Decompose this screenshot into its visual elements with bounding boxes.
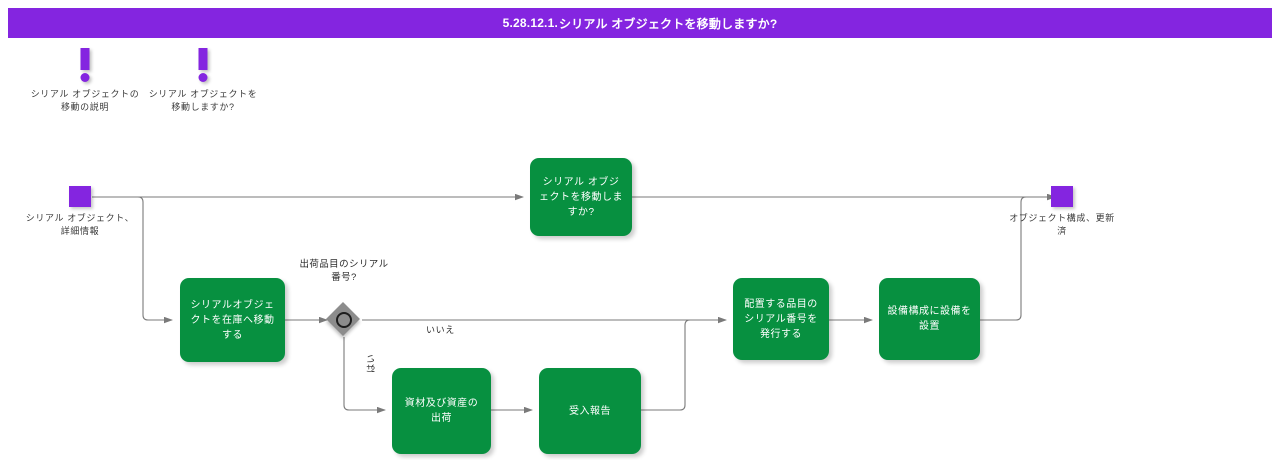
start-node-icon <box>69 186 91 207</box>
start-terminator-label: シリアル オブジェクト、詳細情報 <box>25 213 135 236</box>
exclamation-bar <box>198 48 208 70</box>
decision-label: 出荷品目のシリアル番号? <box>299 259 389 283</box>
decision-ring-icon <box>336 312 352 328</box>
exclamation-bar <box>80 48 90 70</box>
end-terminator-label: オブジェクト構成、更新済 <box>1009 213 1115 236</box>
process-move-to-inventory[interactable]: シリアルオブジェクトを在庫へ移動する <box>180 278 285 362</box>
branch-label-no: いいえ <box>426 325 455 335</box>
page-title-text: シリアル オブジェクトを移動しますか? <box>559 16 778 31</box>
process-label: シリアルオブジェクトを在庫へ移動する <box>190 299 275 341</box>
process-label: 資材及び資産の出荷 <box>404 398 479 424</box>
process-issue-serial-number[interactable]: 配置する品目のシリアル番号を発行する <box>733 278 829 360</box>
process-install-equipment[interactable]: 設備構成に設備を設置 <box>879 278 980 360</box>
end-node-icon <box>1051 186 1073 207</box>
exclamation-dot <box>198 73 208 82</box>
process-ship-materials-assets[interactable]: 資材及び資産の出荷 <box>392 368 491 454</box>
process-label: 設備構成に設備を設置 <box>887 306 972 332</box>
connector-layer <box>92 193 1056 414</box>
page-title-number: 5.28.12.1. <box>502 16 559 30</box>
exclamation-icon <box>148 48 258 84</box>
note-move-description: シリアル オブジェクトの移動の説明 <box>30 48 140 114</box>
decision-shipment-item-serial[interactable] <box>326 302 361 337</box>
end-terminator[interactable]: オブジェクト構成、更新済 <box>1007 186 1117 238</box>
flowchart-canvas: シリアル オブジェクトの移動の説明 シリアル オブジェクトを移動しますか? シリ… <box>0 38 1280 460</box>
page-title-bar: 5.28.12.1. シリアル オブジェクトを移動しますか? <box>8 8 1272 38</box>
note-move-question: シリアル オブジェクトを移動しますか? <box>148 48 258 114</box>
process-move-serial-object[interactable]: シリアル オブジェクトを移動しますか? <box>530 158 632 236</box>
branch-label-yes: はい <box>366 353 376 373</box>
note-label: シリアル オブジェクトの移動の説明 <box>30 89 140 112</box>
process-label: 配置する品目のシリアル番号を発行する <box>744 298 818 340</box>
note-label: シリアル オブジェクトを移動しますか? <box>148 89 258 112</box>
process-label: 受入報告 <box>569 405 611 417</box>
exclamation-dot <box>80 73 90 82</box>
start-terminator[interactable]: シリアル オブジェクト、詳細情報 <box>25 186 135 238</box>
exclamation-icon <box>30 48 140 84</box>
process-receipt-report[interactable]: 受入報告 <box>539 368 641 454</box>
process-label: シリアル オブジェクトを移動しますか? <box>539 176 623 218</box>
